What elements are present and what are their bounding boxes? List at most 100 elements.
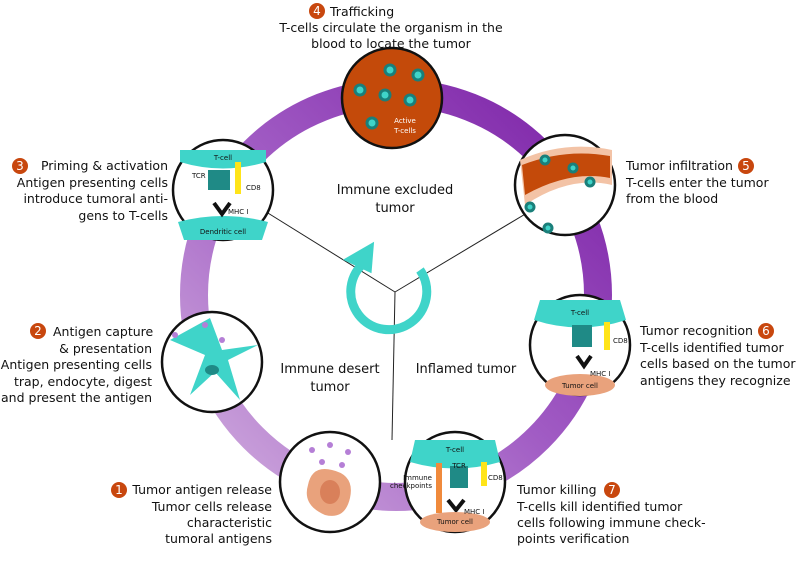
step-2: 2 Antigen capture & presentation Antigen…	[1, 323, 154, 405]
svg-text:introduce tumoral anti-: introduce tumoral anti-	[23, 191, 168, 206]
svg-text:points verification: points verification	[517, 531, 629, 546]
step-badge: 2	[34, 324, 42, 338]
step-line: from the blood	[626, 191, 718, 206]
svg-text:cells based on the tumor: cells based on the tumor	[640, 356, 796, 371]
step-6: Tumor recognition 6 T-cells identified t…	[639, 323, 796, 388]
svg-text:MHC I: MHC I	[228, 208, 248, 216]
svg-text:and present the antigen: and present the antigen	[1, 390, 152, 405]
svg-text:Dendritic cell: Dendritic cell	[200, 228, 246, 236]
infiltration-illustration	[513, 133, 617, 237]
cd8-label: CD8	[246, 184, 261, 192]
step-line: & presentation	[59, 341, 152, 356]
svg-text:Immune desert: Immune desert	[280, 362, 379, 377]
svg-text:Trafficking: Trafficking	[329, 4, 394, 19]
mhc-label: MHC I	[228, 208, 248, 216]
svg-text:antigens they recognize: antigens they recognize	[640, 373, 791, 388]
trafficking-illustration: Active T-cells	[340, 46, 444, 150]
step-badge: 6	[762, 324, 770, 338]
step-badge: 7	[608, 483, 616, 497]
recognition-illustration: T-cell CD8 MHC I Tumor cell	[528, 293, 632, 397]
svg-text:T-cell: T-cell	[570, 309, 589, 317]
svg-text:5: 5	[742, 159, 750, 173]
svg-text:from the blood: from the blood	[626, 191, 718, 206]
checkpoints-label: Immune	[403, 474, 432, 482]
svg-text:trap, endocyte, digest: trap, endocyte, digest	[14, 374, 152, 389]
label-inflamed: Inflamed tumor	[416, 362, 517, 377]
svg-text:Tumor antigen release: Tumor antigen release	[131, 482, 272, 497]
svg-text:T-cells kill identified tumor: T-cells kill identified tumor	[516, 499, 683, 514]
svg-text:T-cell: T-cell	[213, 154, 232, 162]
svg-text:characteristic: characteristic	[187, 515, 272, 530]
step-line: tumoral antigens	[165, 531, 272, 546]
svg-text:TCR: TCR	[191, 172, 206, 180]
svg-text:tumor: tumor	[310, 380, 350, 395]
step-line: T-cells kill identified tumor	[516, 499, 683, 514]
step-line: T-cells identified tumor	[639, 340, 785, 355]
svg-text:MHC I: MHC I	[590, 370, 610, 378]
step-line: Antigen presenting cells	[1, 357, 152, 372]
svg-text:Tumor cells release: Tumor cells release	[151, 499, 272, 514]
step-line: introduce tumoral anti-	[23, 191, 168, 206]
svg-text:3: 3	[16, 159, 24, 173]
tumor-cell-label: Tumor cell	[561, 382, 598, 390]
svg-text:Tumor cell: Tumor cell	[561, 382, 598, 390]
step-5: Tumor infiltration 5 T-cells enter the t…	[625, 158, 769, 206]
divider-lines	[254, 204, 533, 441]
step-line: cells based on the tumor	[640, 356, 796, 371]
svg-text:T-cells identified tumor: T-cells identified tumor	[639, 340, 785, 355]
tcell-label: T-cell	[570, 309, 589, 317]
svg-text:Inflamed tumor: Inflamed tumor	[416, 362, 517, 377]
tcell-label: T-cell	[445, 446, 464, 454]
svg-text:Priming & activation: Priming & activation	[41, 158, 168, 173]
killing-illustration: T-cell TCR CD8 Immune checkpoints MHC I …	[390, 430, 507, 534]
tcell-label: T-cell	[213, 154, 232, 162]
step-line: gens to T-cells	[78, 208, 168, 223]
step-4: 4 Trafficking T-cells circulate the orga…	[278, 3, 503, 51]
svg-text:Antigen presenting cells: Antigen presenting cells	[17, 175, 168, 190]
label-immune-excluded-2: tumor	[375, 201, 415, 216]
step-line: blood to locate the tumor	[311, 36, 471, 51]
tumor-cell-label: Tumor cell	[436, 518, 473, 526]
step-title: Trafficking	[329, 4, 394, 19]
svg-text:Tumor killing: Tumor killing	[516, 482, 597, 497]
step-7: Tumor killing 7 T-cells kill identified …	[516, 482, 706, 546]
svg-text:CD8: CD8	[488, 474, 503, 482]
antigen-release-illustration	[278, 430, 382, 534]
svg-text:MHC I: MHC I	[464, 508, 484, 516]
svg-text:TCR: TCR	[451, 462, 466, 470]
label-immune-desert: Immune desert	[280, 362, 379, 377]
svg-text:cells following immune check-: cells following immune check-	[517, 515, 706, 530]
active-label: Active	[394, 117, 416, 125]
checkpoints-label-2: checkpoints	[390, 482, 432, 490]
step-line: trap, endocyte, digest	[14, 374, 152, 389]
step-badge: 5	[742, 159, 750, 173]
step-line: characteristic	[187, 515, 272, 530]
step-title: Tumor infiltration	[625, 158, 733, 173]
svg-text:Active: Active	[394, 117, 416, 125]
step-line: points verification	[517, 531, 629, 546]
svg-text:Tumor cell: Tumor cell	[436, 518, 473, 526]
svg-text:2: 2	[34, 324, 42, 338]
step-title: Tumor recognition	[639, 323, 753, 338]
svg-text:T-cells enter the tumor: T-cells enter the tumor	[625, 175, 769, 190]
step-badge: 4	[313, 4, 321, 18]
svg-text:Immune excluded: Immune excluded	[337, 183, 454, 198]
svg-text:CD8: CD8	[246, 184, 261, 192]
svg-text:7: 7	[608, 483, 616, 497]
step-line: cells following immune check-	[517, 515, 706, 530]
svg-text:1: 1	[115, 483, 123, 497]
label-immune-desert-2: tumor	[310, 380, 350, 395]
step-title: Tumor antigen release	[131, 482, 272, 497]
cycle-arrow-icon	[342, 241, 432, 335]
step-line: antigens they recognize	[640, 373, 791, 388]
step-badge: 3	[16, 159, 24, 173]
step-line: T-cells enter the tumor	[625, 175, 769, 190]
step-1: 1 Tumor antigen release Tumor cells rele…	[111, 482, 272, 546]
svg-text:CD8: CD8	[613, 337, 628, 345]
svg-text:gens to T-cells: gens to T-cells	[78, 208, 168, 223]
step-badge: 1	[115, 483, 123, 497]
svg-text:blood to locate the tumor: blood to locate the tumor	[311, 36, 471, 51]
svg-text:T-cells: T-cells	[393, 127, 416, 135]
dendritic-label: Dendritic cell	[200, 228, 246, 236]
cd8-label: CD8	[488, 474, 503, 482]
